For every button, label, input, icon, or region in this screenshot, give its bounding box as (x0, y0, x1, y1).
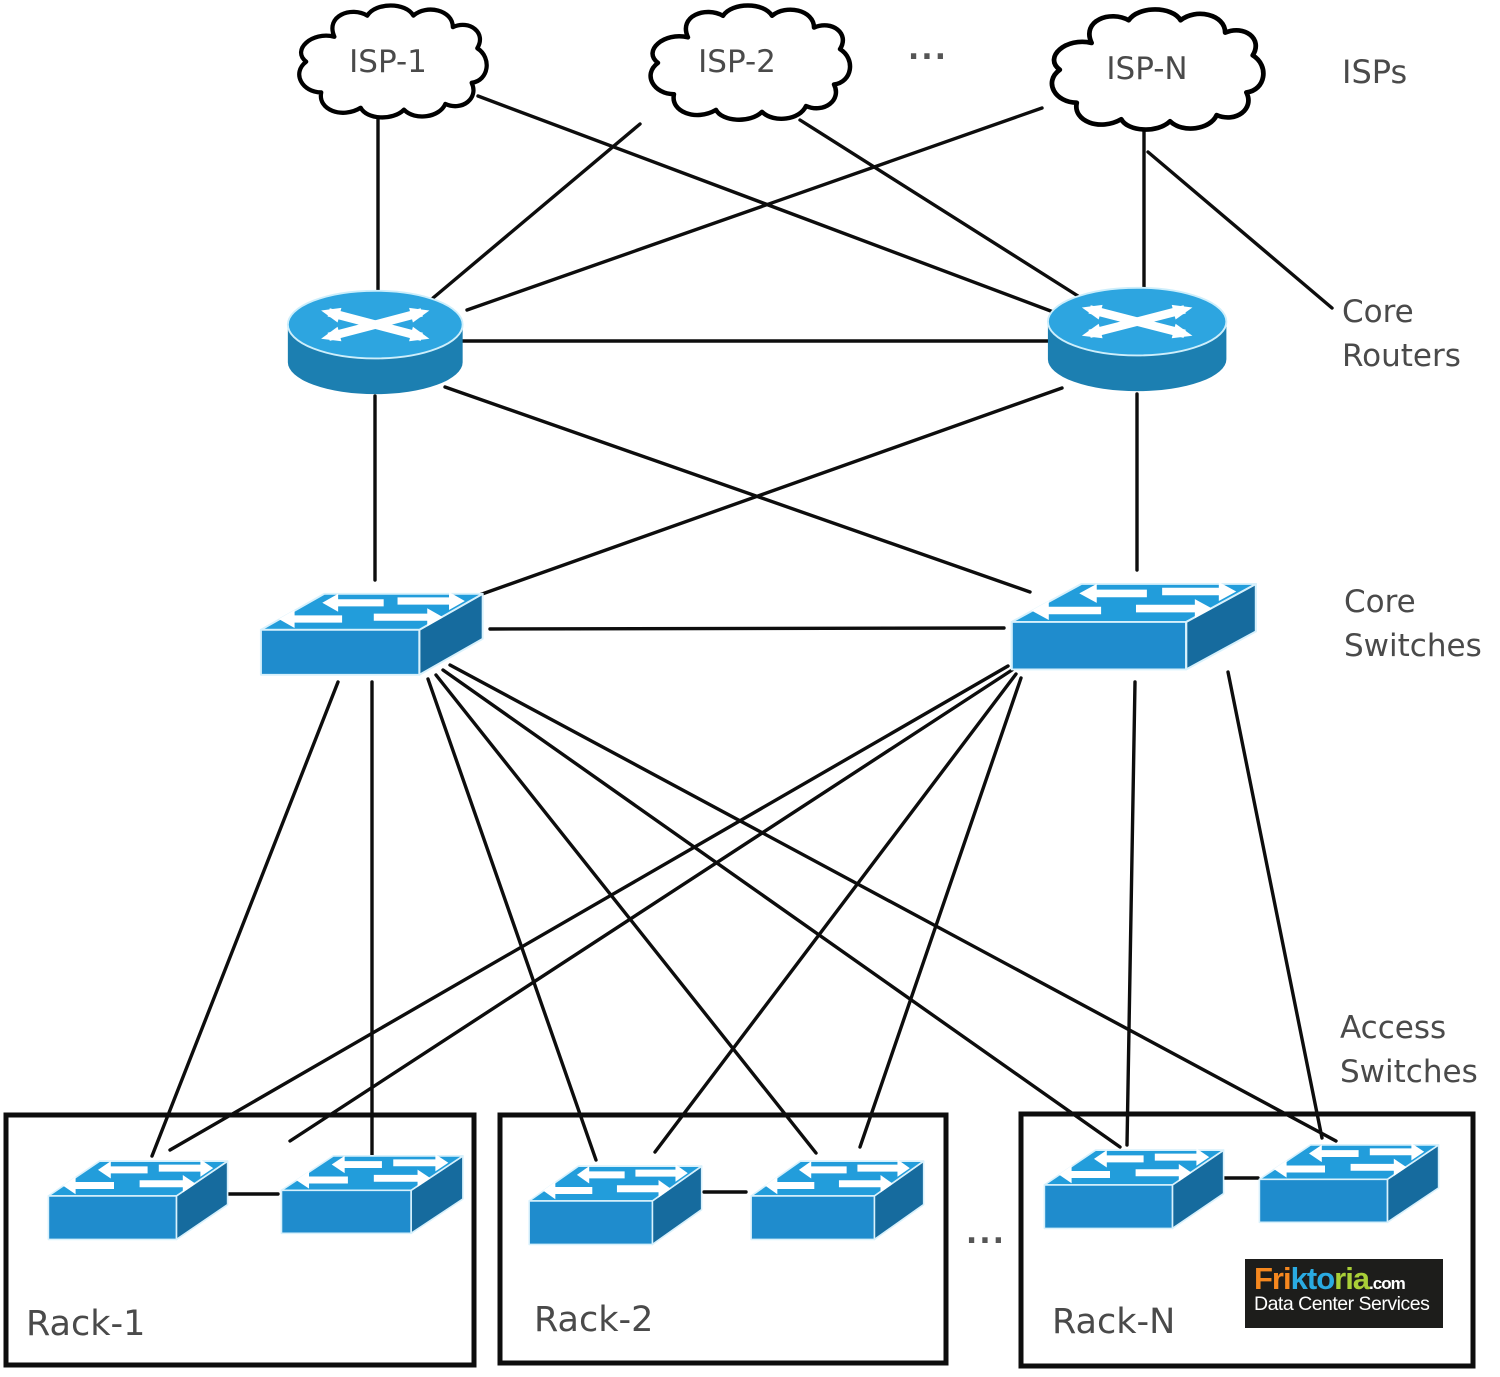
friktoria-logo-wordmark: Friktoria.com (1254, 1263, 1443, 1294)
rack-n-label: Rack-N (1052, 1302, 1176, 1342)
isp-ellipsis: ... (907, 32, 949, 67)
link-sw1-rnr (448, 663, 1338, 1143)
link-sw2-r2l (653, 672, 1018, 1154)
core-switch-2-icon (1010, 580, 1257, 671)
link-ispn-router1 (465, 106, 1044, 312)
friktoria-logo-tagline: Data Center Services (1254, 1293, 1430, 1315)
link-sw1-r2l (426, 677, 598, 1162)
tier-label-access-switches-2: Switches (1340, 1054, 1478, 1090)
isp-n-label: ISP-N (1106, 51, 1188, 87)
link-sw2-r2r (858, 676, 1023, 1149)
tier-label-core-switches-1: Core (1344, 584, 1416, 620)
link-ispn-right (1146, 150, 1334, 310)
link-sw2-r1l (168, 664, 1010, 1152)
rack-1-label: Rack-1 (26, 1304, 146, 1344)
core-router-1-icon (288, 291, 463, 394)
link-sw2-rnl (1125, 680, 1137, 1147)
tier-label-core-routers-1: Core (1342, 294, 1414, 330)
core-router-2-icon (1048, 288, 1226, 391)
rack-2-label: Rack-2 (534, 1300, 654, 1340)
tier-label-isps: ISPs (1342, 53, 1408, 91)
link-sw1-r1l (150, 680, 340, 1158)
isp-1-label: ISP-1 (349, 44, 427, 80)
link-isp2-router2 (798, 118, 1080, 298)
link-isp2-router1 (431, 122, 642, 300)
logo-part-kto: kto (1290, 1261, 1335, 1296)
tier-label-core-routers-2: Routers (1342, 338, 1461, 374)
link-router1-switch2 (443, 385, 1032, 594)
core-switch-1-icon (259, 591, 484, 676)
rack-boxes (3, 1111, 1476, 1369)
friktoria-logo: Friktoria.com Data Center Services (1245, 1259, 1443, 1328)
logo-part-fri: Fri (1254, 1261, 1292, 1296)
connection-lines (150, 94, 1338, 1196)
link-sw2-r1r (288, 668, 1014, 1143)
link-router2-switch1 (466, 386, 1064, 601)
logo-part-ria: ria (1334, 1261, 1370, 1296)
tier-label-core-switches-2: Switches (1344, 628, 1482, 664)
link-sw1-rnl (441, 668, 1122, 1149)
rack-ellipsis: ... (965, 1216, 1007, 1251)
link-sw1-r2r (434, 673, 818, 1155)
isp-2-label: ISP-2 (698, 44, 776, 80)
tier-label-access-switches-1: Access (1340, 1010, 1447, 1046)
link-switch1-switch2 (488, 626, 1006, 631)
logo-part-com: .com (1369, 1274, 1406, 1293)
link-sw2-rnr (1226, 670, 1324, 1140)
